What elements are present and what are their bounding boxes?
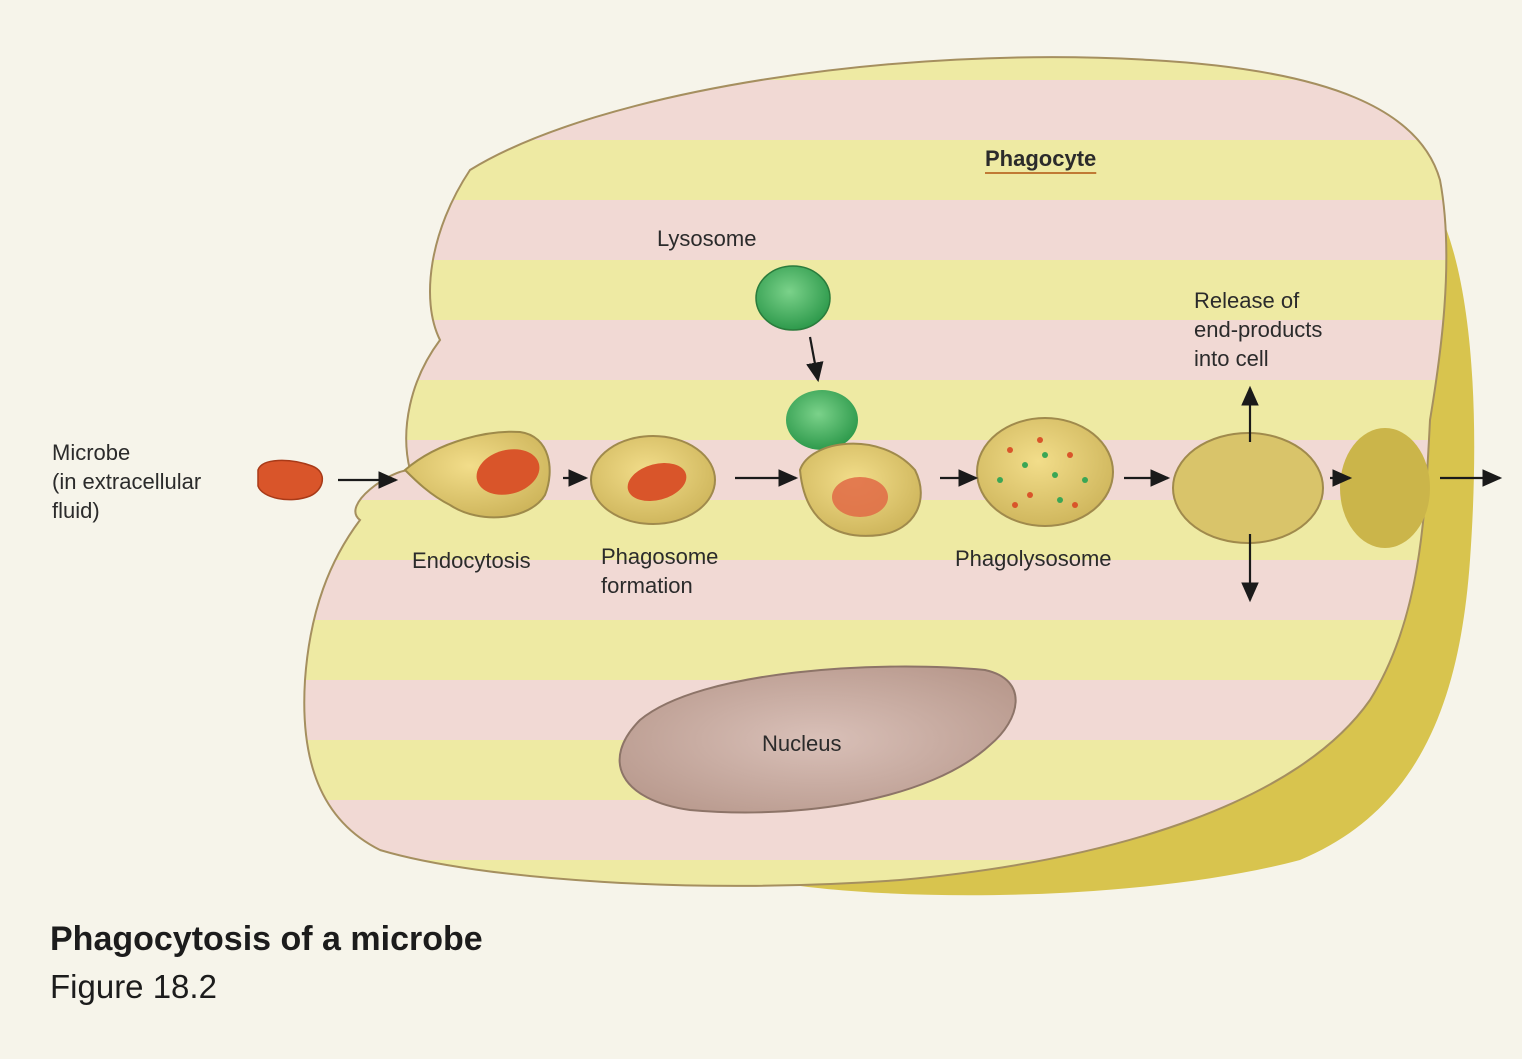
exocytosis-vesicle <box>1340 428 1430 548</box>
lysosome-fusing <box>786 390 858 450</box>
phagolysosome-label: Phagolysosome <box>955 544 1112 573</box>
residual-vesicle <box>1173 433 1323 543</box>
phagolysosome <box>977 418 1113 526</box>
figure-title: Phagocytosis of a microbe <box>50 920 483 959</box>
phagosome-label: Phagosome formation <box>601 542 718 600</box>
microbe <box>258 460 322 499</box>
fusion-microbe <box>832 477 888 517</box>
lysosome-label: Lysosome <box>657 224 756 253</box>
release-label: Release of end-products into cell <box>1194 286 1322 373</box>
microbe-label: Microbe (in extracellular fluid) <box>52 438 201 525</box>
lysosome <box>756 266 830 330</box>
nucleus-label: Nucleus <box>762 729 841 758</box>
figure-number: Figure 18.2 <box>50 968 217 1006</box>
phagocyte-label: Phagocyte <box>985 144 1096 173</box>
endocytosis-label: Endocytosis <box>412 546 531 575</box>
